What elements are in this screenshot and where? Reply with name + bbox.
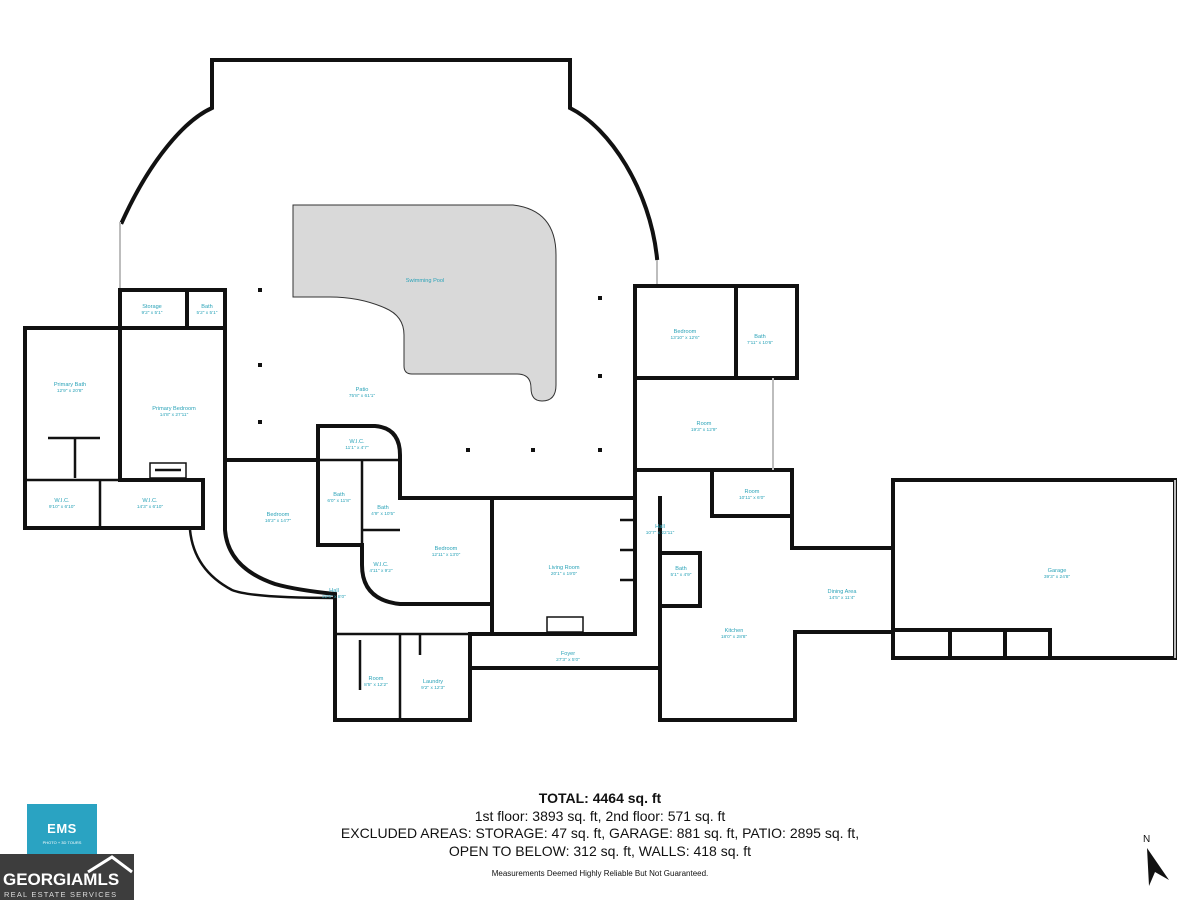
room-label: Bath xyxy=(201,304,213,310)
room-label: W.I.C. xyxy=(142,498,158,504)
room-dimensions: 22'6" x 8'0" xyxy=(322,594,346,600)
hall-curve-outer xyxy=(188,529,336,600)
room-dimensions: 6'0" x 11'8" xyxy=(327,498,351,504)
hall-bath-walls xyxy=(661,551,702,608)
patio-posts xyxy=(258,288,602,452)
disclaimer: Measurements Deemed Highly Reliable But … xyxy=(491,869,709,878)
area-summary: TOTAL: 4464 sq. ft 1st floor: 3893 sq. f… xyxy=(300,790,900,878)
room-dimensions: 13'10" x 12'6" xyxy=(671,335,700,341)
room-dimensions: 8'5" x 12'2" xyxy=(364,682,388,688)
laundry-room-walls xyxy=(335,632,470,720)
georgia-mls-logo: GEORGIAMLS REAL ESTATE SERVICES xyxy=(0,854,134,900)
room-dimensions: 12'11" x 13'0" xyxy=(432,552,461,558)
room-label: W.I.C. xyxy=(349,439,365,445)
fireplace-living xyxy=(546,616,584,633)
room-dimensions: 16'2" x 14'7" xyxy=(265,518,292,524)
ems-logo-sub: PHOTO + 3D TOURS xyxy=(42,840,82,845)
room-dimensions: 14'8" x 27'11" xyxy=(160,412,189,418)
room-label: Patio xyxy=(356,387,369,393)
central-bath-walls xyxy=(318,458,400,547)
room-dimensions: 9'10" x 6'10" xyxy=(49,504,76,510)
east-bedroom-walls xyxy=(633,284,895,550)
swimming-pool xyxy=(292,204,557,402)
room-label: Bath xyxy=(377,505,389,511)
kitchen-walls xyxy=(658,496,895,722)
room-label: Primary Bath xyxy=(54,382,86,388)
living-room-built-ins xyxy=(620,518,635,582)
room-label: Bath xyxy=(675,566,687,572)
room-label: Bath xyxy=(754,334,766,340)
room-dimensions: 5'2" x 5'1" xyxy=(197,310,218,316)
room-dimensions: 4'11" x 9'2" xyxy=(369,568,393,574)
patio-upper-wall xyxy=(119,58,660,261)
room-label: Garage xyxy=(1048,568,1067,574)
room-label: Storage xyxy=(142,304,162,310)
room-label: W.I.C. xyxy=(54,498,70,504)
room-label: Bedroom xyxy=(435,546,458,552)
room-dimensions: 75'8" x 61'1" xyxy=(349,393,376,399)
georgia-mls-word: GEORGIAMLS xyxy=(3,870,120,889)
room-dimensions: 9'2" x 5'1" xyxy=(142,310,163,316)
room-label: Bedroom xyxy=(267,512,290,518)
room-label: Kitchen xyxy=(725,628,744,634)
room-label: Dining Area xyxy=(828,589,858,595)
room-label: Room xyxy=(697,421,712,427)
room-label: Hall xyxy=(655,524,665,530)
room-label: Laundry xyxy=(423,679,443,685)
room-label: Hall xyxy=(329,588,339,594)
ems-logo: EMS PHOTO + 3D TOURS xyxy=(27,804,97,856)
room-dimensions: 14'3" x 6'10" xyxy=(137,504,164,510)
total-area: TOTAL: 4464 sq. ft xyxy=(538,790,662,806)
room-label: Room xyxy=(745,489,760,495)
georgia-mls-sub: REAL ESTATE SERVICES xyxy=(4,890,118,899)
room-label: Foyer xyxy=(561,651,575,657)
primary-bath-divider xyxy=(25,436,120,528)
north-label: N xyxy=(1143,834,1150,845)
room-dimensions: 12'9" x 20'8" xyxy=(57,388,84,394)
room-dimensions: 9'2" x 12'3" xyxy=(421,685,445,691)
room-dimensions: 14'5" x 11'4" xyxy=(829,595,855,601)
room-dimensions: 18'0" x 28'8" xyxy=(721,634,748,640)
room-dimensions: 27'3" x 5'0" xyxy=(556,657,580,663)
room-dimensions: 10'7" x 22'11" xyxy=(646,530,675,536)
room-label: Bedroom xyxy=(674,329,697,335)
room-label: Bath xyxy=(333,492,345,498)
room-label: Swimming Pool xyxy=(406,278,445,284)
room-dimensions: 10'11" x 6'0" xyxy=(739,495,765,501)
room-label: Room xyxy=(369,676,384,682)
room-dimensions: 20'1" x 19'0" xyxy=(551,571,578,577)
room-label: W.I.C. xyxy=(373,562,389,568)
foyer-walls xyxy=(468,632,662,670)
ems-logo-word: EMS xyxy=(47,821,77,836)
room-dimensions: 11'1" x 4'7" xyxy=(345,445,369,451)
room-dimensions: 5'1" x 4'9" xyxy=(671,572,692,578)
west-bedroom-walls xyxy=(223,424,494,722)
open-walls-areas: OPEN TO BELOW: 312 sq. ft, WALLS: 418 sq… xyxy=(448,842,752,859)
small-room-walls xyxy=(710,468,794,518)
room-label: Living Room xyxy=(548,565,579,571)
room-dimensions: 19'3" x 12'9" xyxy=(691,427,718,433)
garage-storage-walls xyxy=(891,628,1052,660)
floor-areas: 1st floor: 3893 sq. ft, 2nd floor: 571 s… xyxy=(474,807,726,824)
north-arrow-icon: N xyxy=(1143,834,1169,886)
excluded-areas: EXCLUDED AREAS: STORAGE: 47 sq. ft, GARA… xyxy=(340,825,860,841)
house-roof-icon xyxy=(87,855,133,874)
room-label: Primary Bedroom xyxy=(152,406,196,412)
room-dimensions: 7'11" x 10'6" xyxy=(747,340,773,346)
room-dimensions: 4'9" x 10'5" xyxy=(371,511,395,517)
room-dimensions: 39'3" x 24'8" xyxy=(1044,574,1071,580)
